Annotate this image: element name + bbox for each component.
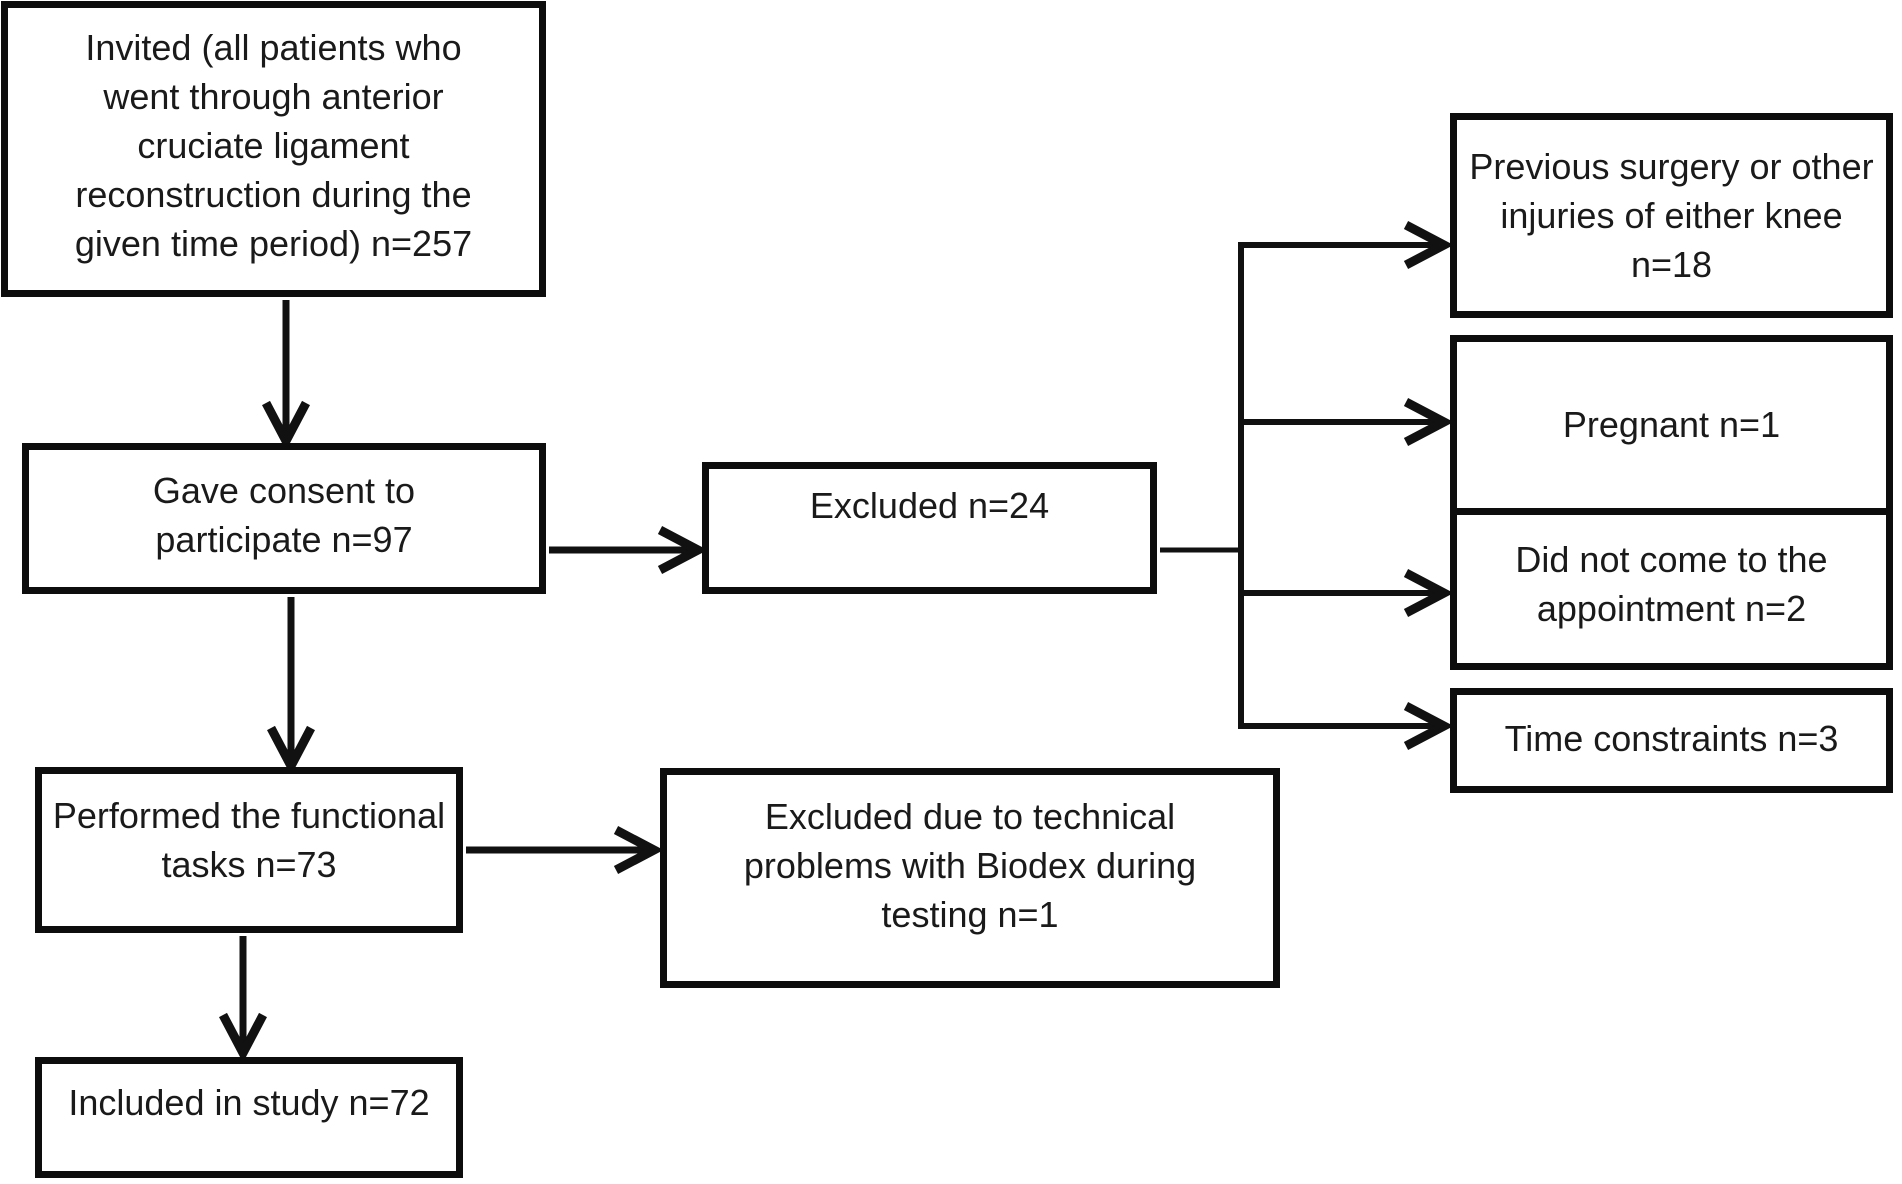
arrow-to-pregnant bbox=[1238, 398, 1454, 446]
arrow-invited-to-consent bbox=[262, 300, 310, 451]
arrow-to-previous-surgery bbox=[1238, 221, 1454, 269]
arrow-to-time-constraints bbox=[1238, 702, 1454, 750]
arrow-consent-to-performed bbox=[267, 597, 315, 776]
box-pregnant: Pregnant n=1 bbox=[1450, 335, 1893, 515]
box-included: Included in study n=72 bbox=[35, 1057, 463, 1178]
box-time-constraints: Time constraints n=3 bbox=[1450, 688, 1893, 793]
arrow-to-no-show bbox=[1238, 569, 1454, 617]
arrow-consent-to-excluded bbox=[549, 526, 708, 574]
arrow-performed-to-included bbox=[219, 936, 267, 1063]
arrow-performed-to-biodex bbox=[466, 826, 664, 874]
box-excluded: Excluded n=24 bbox=[702, 462, 1157, 594]
